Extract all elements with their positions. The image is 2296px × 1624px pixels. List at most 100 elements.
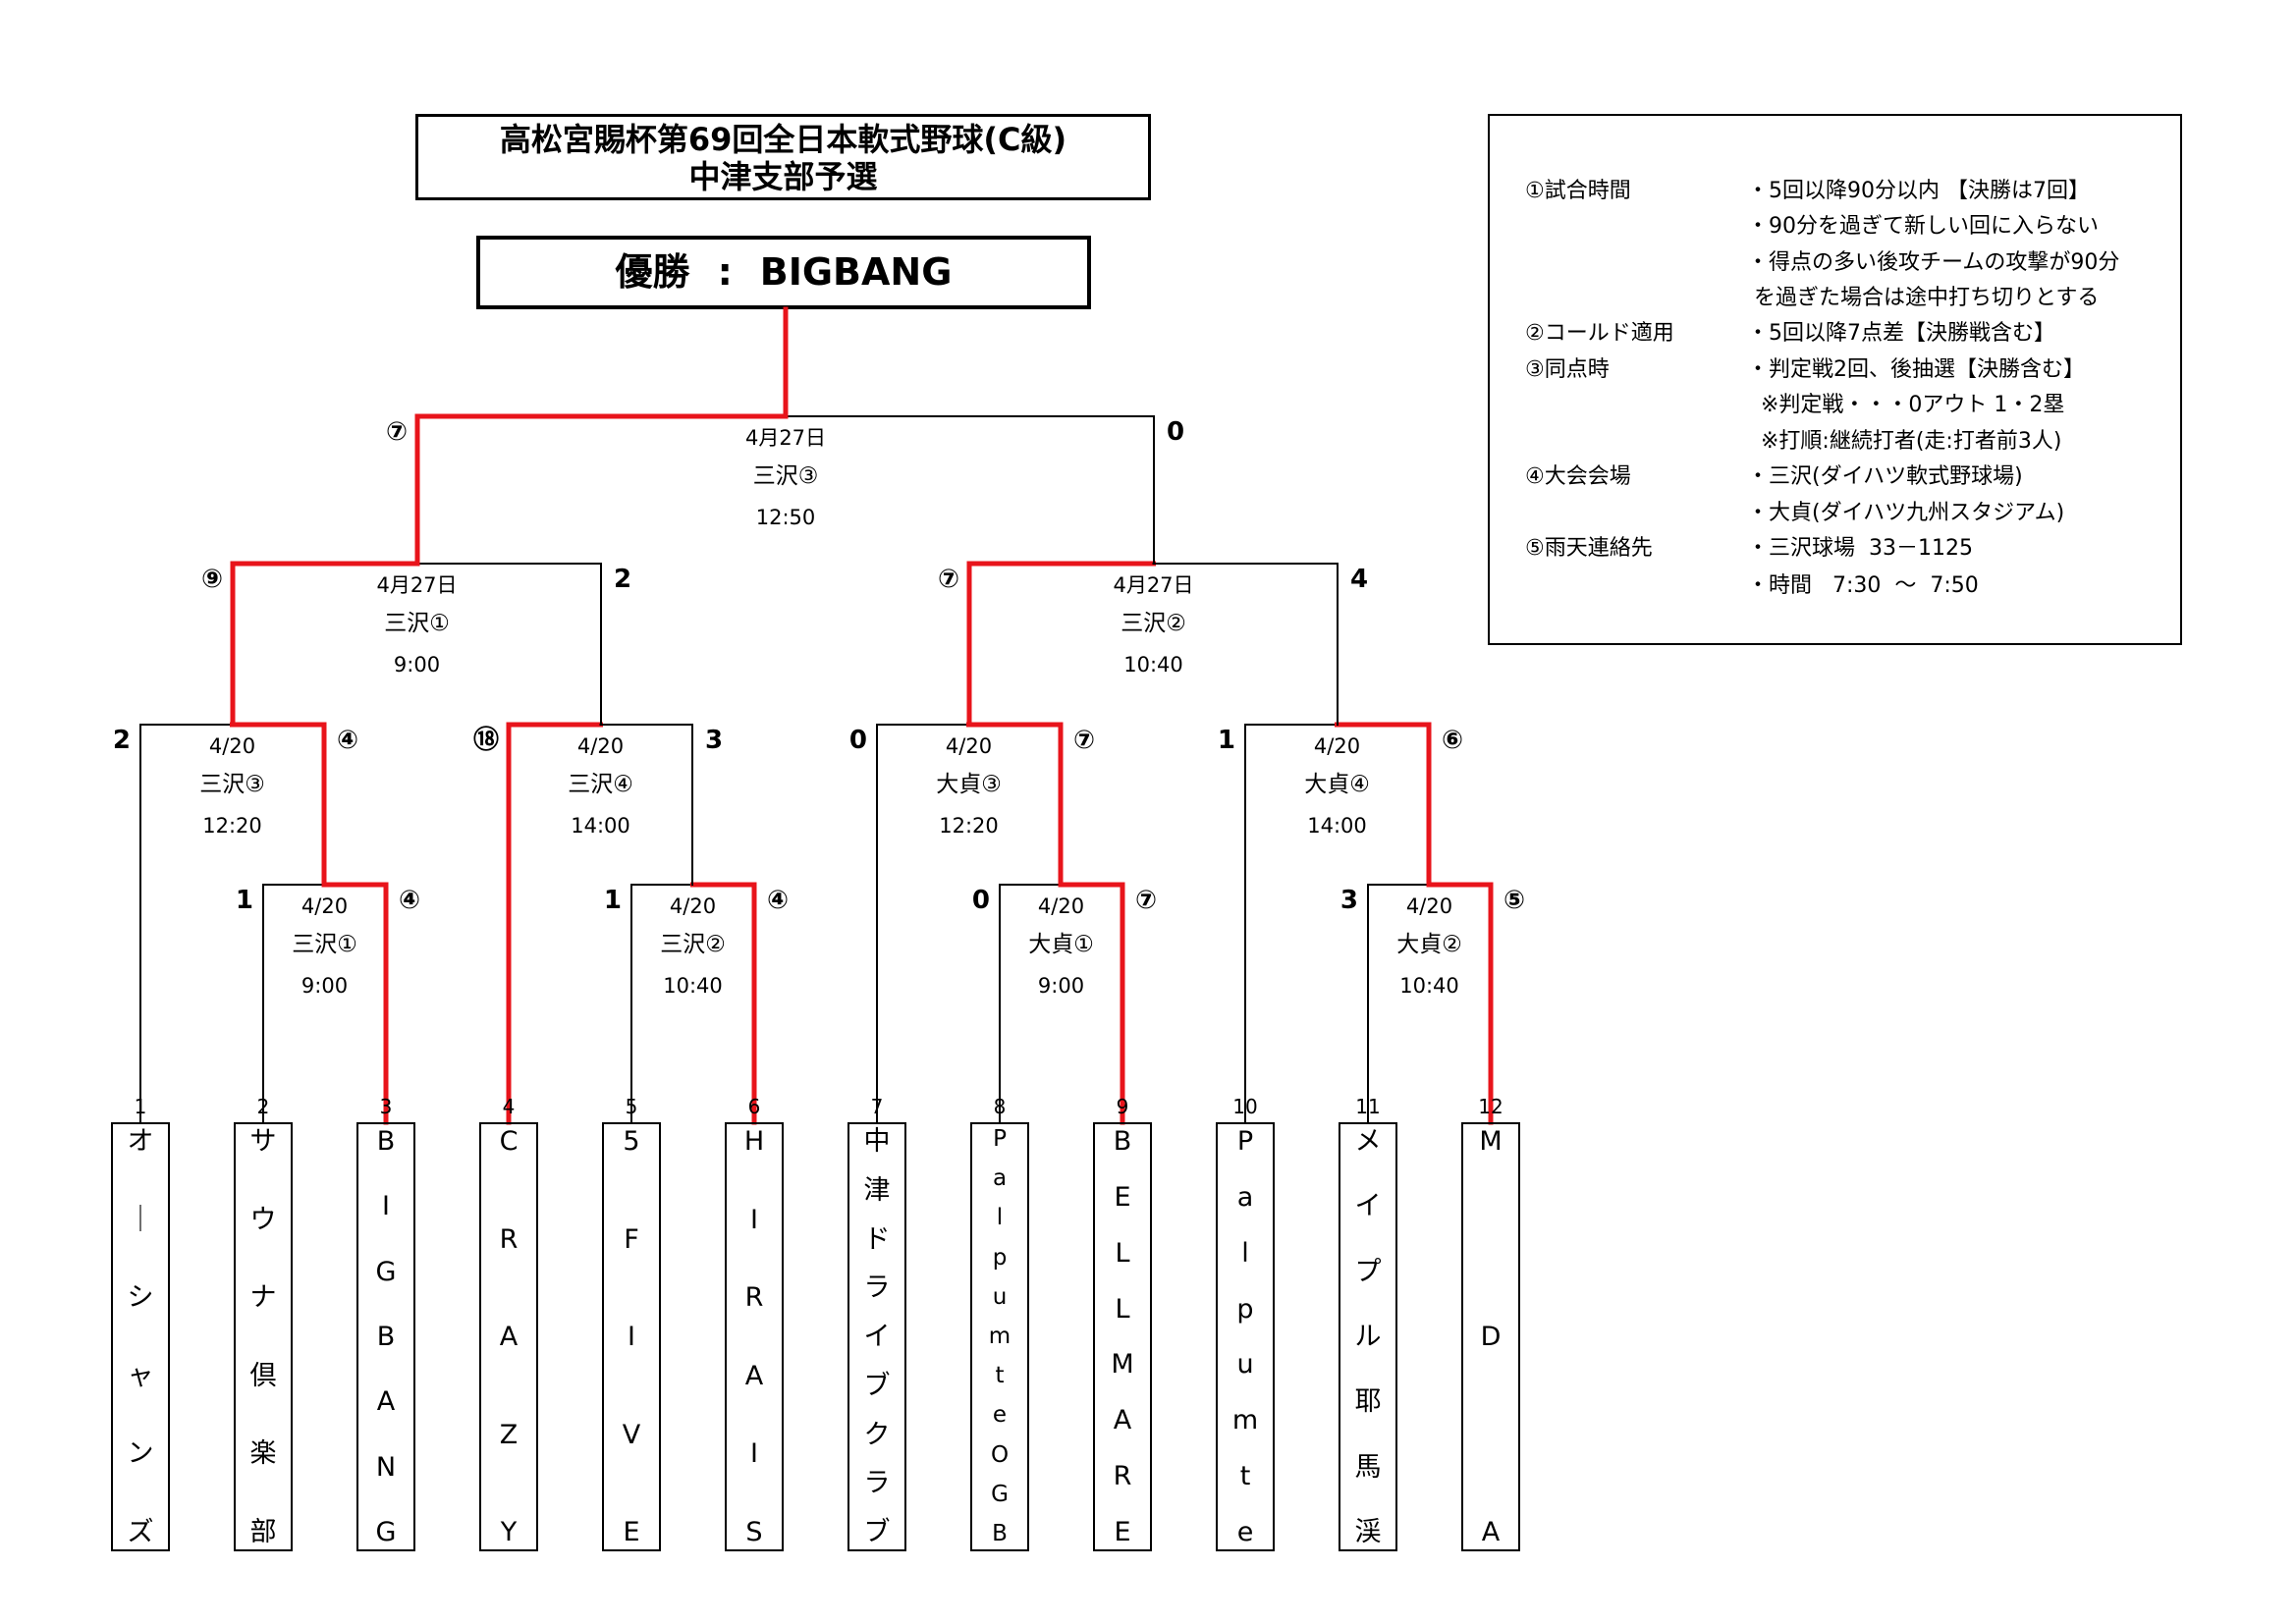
match-time: 12:20 bbox=[939, 814, 999, 838]
match-time: 10:40 bbox=[1123, 653, 1183, 677]
rule-value: ・90分を過ぎて新しい回に入らない bbox=[1747, 214, 2099, 239]
rule-value: ・時間 7:30 ～ 7:50 bbox=[1747, 573, 1979, 598]
score-right: ④ bbox=[337, 726, 358, 755]
team-name-char: a bbox=[992, 1165, 1008, 1192]
match-date: 4月27日 bbox=[376, 573, 457, 597]
team-name-char: G bbox=[375, 1256, 397, 1287]
match-date: 4/20 bbox=[301, 894, 348, 918]
team-name-char: 中 bbox=[863, 1126, 891, 1157]
champion-box: 優勝:BIGBANG bbox=[476, 236, 1091, 309]
match-date: 4/20 bbox=[670, 894, 716, 918]
team-name-char: ブ bbox=[863, 1370, 891, 1401]
team-name-char: m bbox=[988, 1323, 1011, 1349]
rule-value: を過ぎた場合は途中打ち切りとする bbox=[1747, 286, 2100, 310]
team-name-char: M bbox=[1111, 1349, 1134, 1380]
match-date: 4/20 bbox=[577, 734, 624, 758]
team-name-char: A bbox=[376, 1386, 396, 1418]
rule-key: ③同点時 bbox=[1525, 357, 1610, 382]
team-name-char: イ bbox=[863, 1322, 891, 1352]
team-seed-number: 9 bbox=[1116, 1095, 1129, 1118]
team-name-char: シ bbox=[127, 1282, 154, 1314]
team-name-char: l bbox=[1241, 1237, 1249, 1269]
rule-value: ・三沢(ダイハツ軟式野球場) bbox=[1747, 464, 2023, 489]
rule-row: ・得点の多い後攻チームの攻撃が90分 bbox=[1490, 244, 2180, 275]
team-name-char: a bbox=[1236, 1181, 1254, 1213]
team-seed-number: 3 bbox=[379, 1095, 393, 1118]
score-right: ④ bbox=[399, 886, 420, 915]
tournament-subtitle: 中津支部予選 bbox=[688, 158, 878, 195]
team-name-char: R bbox=[744, 1282, 764, 1314]
team-name-char: N bbox=[375, 1451, 397, 1483]
rule-row: ②コールド適用・5回以降7点差【決勝戦含む】 bbox=[1490, 315, 2180, 346]
team-seed-number: 11 bbox=[1355, 1095, 1381, 1118]
team-name-char: 部 bbox=[249, 1516, 277, 1547]
score-left: ⑦ bbox=[938, 565, 959, 594]
team-name-char: I bbox=[628, 1322, 635, 1352]
match-venue: 大貞④ bbox=[1304, 772, 1370, 797]
score-left: 0 bbox=[972, 886, 990, 915]
team-name-char: P bbox=[993, 1126, 1007, 1152]
rule-value: ・大貞(ダイハツ九州スタジアム) bbox=[1747, 501, 2065, 525]
team-name-char: E bbox=[1114, 1181, 1131, 1213]
score-right: ⑦ bbox=[1073, 726, 1095, 755]
team-name-char: サ bbox=[249, 1126, 277, 1157]
score-right: 3 bbox=[705, 726, 723, 755]
team-name-char: A bbox=[744, 1360, 764, 1391]
team-name-char: I bbox=[750, 1204, 758, 1235]
team-seed-number: 1 bbox=[134, 1095, 147, 1118]
champion-label: 優勝 bbox=[615, 250, 690, 294]
score-left: 0 bbox=[849, 726, 867, 755]
team-seed-number: 2 bbox=[256, 1095, 270, 1118]
rule-value: ・得点の多い後攻チームの攻撃が90分 bbox=[1747, 250, 2120, 275]
match-venue: 大貞③ bbox=[936, 772, 1002, 797]
match-time: 9:00 bbox=[394, 653, 440, 677]
rule-value: ・5回以降7点差【決勝戦含む】 bbox=[1747, 321, 2055, 346]
team-name-char: R bbox=[499, 1223, 519, 1255]
team-seed-number: 10 bbox=[1232, 1095, 1258, 1118]
team-name-char: I bbox=[382, 1191, 390, 1222]
team-name-char: B bbox=[992, 1520, 1008, 1546]
team-name-char: ブ bbox=[863, 1517, 891, 1547]
match-venue: 三沢③ bbox=[199, 772, 265, 797]
team-name-char: G bbox=[375, 1516, 397, 1547]
match-venue: 三沢② bbox=[1121, 611, 1186, 636]
team-name-char: F bbox=[624, 1223, 639, 1255]
team-name-char: V bbox=[622, 1419, 641, 1450]
team-name-char: A bbox=[499, 1322, 519, 1352]
team-seed-number: 4 bbox=[502, 1095, 516, 1118]
team-name-char: p bbox=[992, 1244, 1008, 1271]
team-name-char: B bbox=[376, 1126, 396, 1157]
match-venue: 三沢③ bbox=[753, 463, 819, 489]
score-right: 2 bbox=[614, 565, 631, 594]
team-name-char: オ bbox=[127, 1126, 154, 1157]
team-name-char: u bbox=[992, 1283, 1008, 1310]
match-date: 4月27日 bbox=[1113, 573, 1193, 597]
team-name-char: P bbox=[1236, 1126, 1254, 1157]
team-name-box: 中津ドライブクラブ bbox=[847, 1122, 906, 1551]
score-left: 1 bbox=[604, 886, 622, 915]
team-name-char: O bbox=[990, 1441, 1010, 1468]
team-seed-number: 5 bbox=[625, 1095, 638, 1118]
score-right: 0 bbox=[1167, 417, 1184, 447]
score-left: 3 bbox=[1340, 886, 1358, 915]
score-right: ⑥ bbox=[1442, 726, 1463, 755]
match-venue: 大貞② bbox=[1396, 932, 1462, 957]
rule-value: ※打順:継続打者(走:打者前3人) bbox=[1747, 429, 2062, 454]
team-seed-number: 6 bbox=[747, 1095, 761, 1118]
team-name-char: A bbox=[1481, 1517, 1501, 1547]
team-name-char: C bbox=[499, 1126, 519, 1157]
rule-row: ・大貞(ダイハツ九州スタジアム) bbox=[1490, 495, 2180, 525]
match-venue: 三沢② bbox=[660, 932, 726, 957]
team-name-box: オ｜シャンズ bbox=[111, 1122, 170, 1551]
team-name-char: 馬 bbox=[1354, 1451, 1382, 1483]
rule-row: ※打順:継続打者(走:打者前3人) bbox=[1490, 423, 2180, 454]
rule-row: ①試合時間・5回以降90分以内 【決勝は7回】 bbox=[1490, 173, 2180, 203]
champion-team: BIGBANG bbox=[759, 250, 953, 294]
team-name-char: Y bbox=[500, 1517, 518, 1547]
rule-row: ・時間 7:30 ～ 7:50 bbox=[1490, 568, 2180, 598]
match-time: 14:00 bbox=[1307, 814, 1367, 838]
rule-row: ③同点時・判定戦2回、後抽選【決勝含む】 bbox=[1490, 352, 2180, 382]
